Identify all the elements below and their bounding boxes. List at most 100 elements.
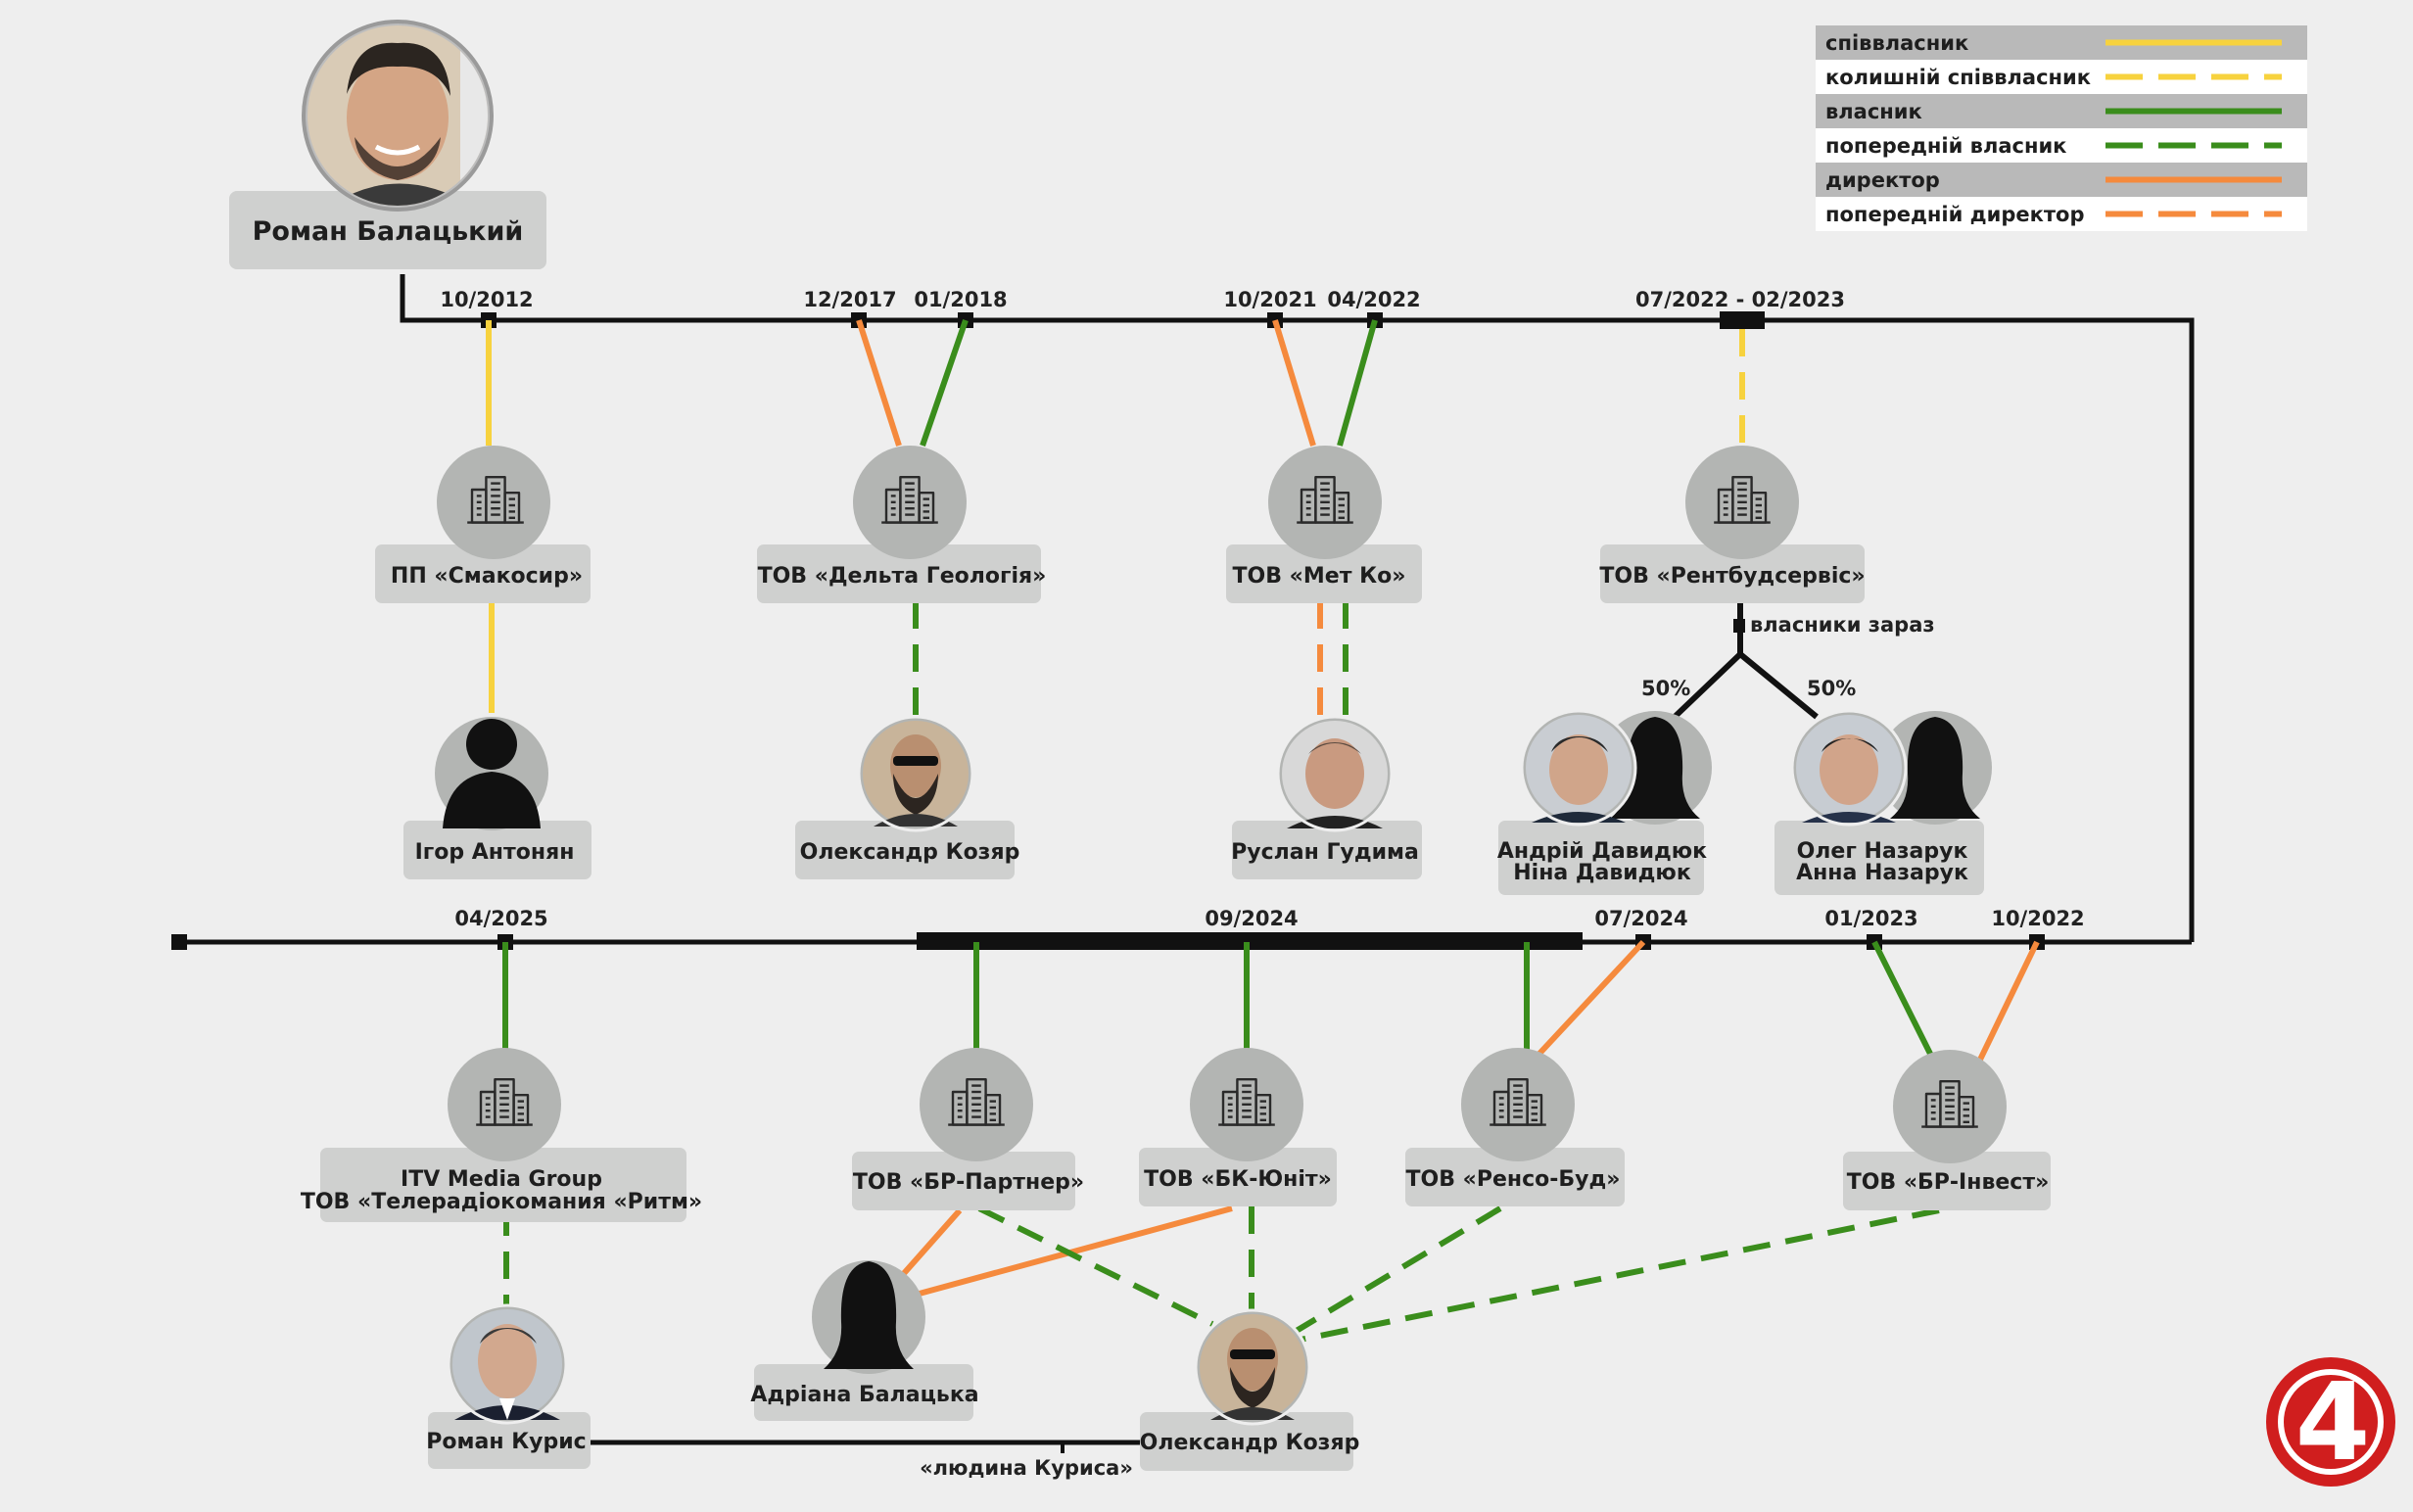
date-label: 04/2025	[454, 907, 547, 930]
person-label-2: Анна Назарук	[1796, 861, 1968, 885]
timeline-bottom	[171, 932, 2192, 950]
main-person[interactable]: Роман Балацький	[229, 20, 546, 269]
legend-label: власник	[1825, 100, 1922, 123]
company-delta-geology[interactable]: ТОВ «Дельта Геологія»	[757, 446, 1046, 603]
owners-now-marker	[1733, 619, 1745, 633]
date-label: 12/2017	[803, 288, 896, 311]
link-director	[915, 1205, 1233, 1298]
person-label: Андрій Давидюк	[1497, 839, 1707, 864]
link-director	[1535, 939, 1646, 1059]
company-label: ПП «Смакосир»	[391, 564, 583, 589]
relation-lines	[486, 319, 2040, 1343]
company-label: ITV Media Group	[401, 1167, 602, 1192]
legend-label: співвласник	[1825, 31, 1968, 55]
timeline-bottom-dates: 04/2025 09/2024 07/2024 01/2023 10/2022	[454, 907, 2084, 930]
main-person-name: Роман Балацький	[253, 216, 524, 247]
share-right-label: 50%	[1807, 677, 1856, 700]
date-label: 10/2012	[440, 288, 533, 311]
company-label: ТОВ «БК-Юніт»	[1144, 1167, 1332, 1192]
portrait-photo-icon	[1796, 715, 1902, 823]
company-met-ko[interactable]: ТОВ «Мет Ко»	[1226, 446, 1422, 603]
link-owner	[1337, 319, 1378, 447]
person-label: Олександр Козяр	[800, 840, 1020, 865]
legend-entry: власник	[1816, 94, 2307, 128]
link-director	[896, 1208, 963, 1281]
date-label: 04/2022	[1327, 288, 1420, 311]
share-left-label: 50%	[1641, 677, 1690, 700]
company-smakosyr[interactable]: ПП «Смакосир»	[375, 446, 591, 603]
person-davydiuk[interactable]: Андрій Давидюк Ніна Давидюк	[1497, 709, 1712, 895]
silhouette-male-icon	[443, 719, 541, 828]
link-owner	[920, 319, 969, 447]
legend-entry: попередній власник	[1816, 128, 2307, 163]
date-label: 10/2021	[1223, 288, 1316, 311]
person-kozyar-bottom[interactable]: Олександр Козяр	[1140, 1308, 1360, 1471]
company-label: ТОВ «БР-Інвест»	[1847, 1170, 2050, 1195]
link-owner	[1871, 940, 1936, 1062]
portrait-photo-icon	[452, 1309, 562, 1420]
person-label: Адріана Балацька	[750, 1383, 978, 1407]
date-label: 10/2022	[1991, 907, 2084, 930]
silhouette-female-icon	[1890, 717, 1980, 819]
portrait-photo-icon	[863, 721, 969, 827]
company-bk-unit[interactable]: ТОВ «БК-Юніт»	[1139, 1048, 1337, 1206]
legend: співвласник колишній співвласник власник по…	[1816, 25, 2307, 231]
associate-label: «людина Куриса»	[920, 1456, 1133, 1480]
person-antonian[interactable]: Ігор Антонян	[403, 717, 591, 879]
person-label-2: Ніна Давидюк	[1513, 861, 1691, 885]
date-label: 01/2018	[914, 288, 1007, 311]
company-rentbudservis[interactable]: ТОВ «Рентбудсервіс»	[1599, 446, 1866, 603]
silhouette-female-icon	[824, 1261, 914, 1369]
company-br-partner[interactable]: ТОВ «БР-Партнер»	[852, 1048, 1084, 1210]
timeline-top	[400, 274, 2195, 942]
portrait-photo-icon	[308, 25, 488, 206]
link-director	[1977, 940, 2040, 1062]
company-itv-media-group[interactable]: ITV Media Group ТОВ «Телерадіокомания «Р…	[301, 1048, 702, 1222]
legend-entry: директор	[1816, 163, 2307, 197]
person-nazaruk[interactable]: Олег Назарук Анна Назарук	[1774, 709, 1992, 895]
link-director	[1272, 319, 1316, 447]
company-label: ТОВ «Ренсо-Буд»	[1406, 1167, 1621, 1192]
portrait-photo-icon	[1282, 721, 1388, 828]
link-former-owner	[1293, 1205, 1502, 1335]
link-former-owner	[977, 1205, 1214, 1327]
portrait-photo-icon	[1200, 1314, 1305, 1420]
legend-label: попередній власник	[1825, 134, 2066, 158]
company-label: ТОВ «Рентбудсервіс»	[1599, 564, 1865, 589]
legend-label: директор	[1825, 168, 1940, 192]
person-balatska[interactable]: Адріана Балацька	[750, 1260, 979, 1421]
legend-entry: колишній співвласник	[1816, 60, 2307, 94]
person-label: Ігор Антонян	[415, 840, 575, 865]
company-label: ТОВ «Мет Ко»	[1233, 564, 1406, 589]
portrait-photo-icon	[1526, 715, 1632, 823]
date-label: 01/2023	[1824, 907, 1917, 930]
person-label: Олександр Козяр	[1140, 1431, 1360, 1455]
date-label: 09/2024	[1205, 907, 1298, 930]
company-renso-bud[interactable]: ТОВ «Ренсо-Буд»	[1405, 1048, 1625, 1206]
person-label: Руслан Гудима	[1231, 840, 1419, 865]
channel-4-logo-icon: 4	[2266, 1357, 2395, 1487]
person-label: Олег Назарук	[1797, 839, 1968, 864]
legend-label: попередній директор	[1825, 203, 2085, 226]
company-label: ТОВ «Дельта Геологія»	[758, 564, 1047, 589]
person-label: Роман Курис	[426, 1430, 586, 1454]
company-label-2: ТОВ «Телерадіокомания «Ритм»	[301, 1190, 702, 1214]
legend-entry: співвласник	[1816, 25, 2307, 60]
watermark-text: 4	[2295, 1359, 2371, 1485]
owners-now-label: власники зараз	[1750, 613, 1935, 637]
silhouette-female-icon	[1610, 717, 1700, 819]
person-kozyar-top[interactable]: Олександр Козяр	[795, 715, 1020, 879]
company-label: ТОВ «БР-Партнер»	[853, 1170, 1084, 1195]
date-label: 07/2024	[1594, 907, 1687, 930]
legend-entry: попередній директор	[1816, 197, 2307, 231]
link-director	[856, 319, 902, 447]
legend-label: колишній співвласник	[1825, 66, 2091, 89]
company-br-invest[interactable]: ТОВ «БР-Інвест»	[1843, 1050, 2051, 1210]
link-former-owner	[1300, 1207, 1940, 1343]
timeline-top-dates: 10/2012 12/2017 01/2018 10/2021 04/2022 …	[440, 288, 1845, 311]
person-kurys[interactable]: Роман Курис	[426, 1303, 591, 1469]
date-label: 07/2022 - 02/2023	[1635, 288, 1845, 311]
person-hudyma[interactable]: Руслан Гудима	[1231, 715, 1422, 879]
